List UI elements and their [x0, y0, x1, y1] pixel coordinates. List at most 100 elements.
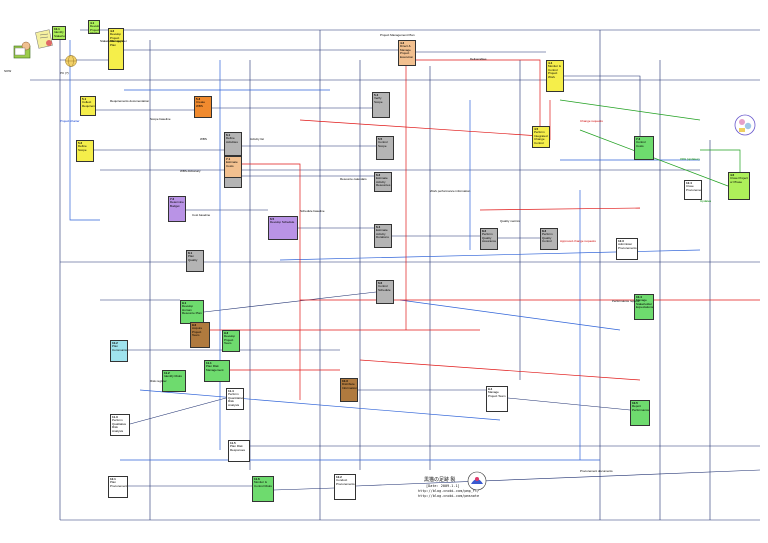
- user-icon: [12, 40, 36, 62]
- footer-title: 黒猫の足跡 製: [424, 477, 456, 483]
- process-name: Develop Project Charter: [90, 24, 100, 34]
- flow-label: WBS: [200, 137, 207, 141]
- process-name: Estimate Costs: [226, 160, 238, 168]
- process-number: 11.1: [206, 361, 212, 365]
- process-name: Estimate Activity Durations: [376, 228, 389, 240]
- process-name: Identify Risks: [164, 374, 182, 379]
- footer-url-2[interactable]: http://blog.cnobi.com/pmsnote: [418, 494, 480, 498]
- process-name: Manage Stakeholder Expectations: [636, 298, 654, 310]
- process-name: Estimate Activity Resources: [376, 176, 391, 188]
- flow-label: Change requests: [580, 119, 603, 123]
- process-name: Identify Stakeholders: [54, 30, 66, 38]
- process-number: 6.5: [270, 217, 275, 221]
- flow-label: Resource calendars: [340, 177, 367, 181]
- flow-line: [579, 129, 729, 187]
- process-number: 11.2: [164, 371, 170, 375]
- process-number: 6.1: [226, 133, 231, 137]
- process-name: Perform Quality Assurance: [482, 232, 497, 244]
- flow-line: [139, 389, 501, 421]
- process-name: Control Scope: [378, 140, 388, 148]
- process-name: Plan Procurements: [110, 480, 128, 488]
- process-name: Perform Integrated Change Control: [534, 130, 548, 145]
- process-number: 5.4: [374, 93, 379, 97]
- process-number: 7.1: [226, 157, 231, 161]
- flow-label: PC (?): [60, 71, 69, 75]
- process-number: 6.6: [378, 281, 383, 285]
- flow-line: [700, 149, 741, 172]
- flow-line: [399, 299, 621, 331]
- flow-label: Activity list: [250, 137, 265, 141]
- process-name: Define Scope: [78, 144, 87, 152]
- flow-line: [299, 119, 541, 137]
- process-name: Collect Requirements: [82, 100, 96, 108]
- process-number: 8.1: [188, 251, 193, 255]
- process-number: 10.4: [636, 295, 642, 299]
- process-name: Control Schedule: [378, 284, 391, 292]
- flow-label: Procurement documents: [580, 469, 613, 473]
- process-name: Create WBS: [196, 100, 206, 108]
- flow-label: Performance reports: [612, 299, 640, 303]
- process-number: 5.3: [196, 97, 201, 101]
- process-name: Develop Project Management Plan: [110, 32, 124, 47]
- process-name: Plan Communications: [112, 344, 128, 352]
- flow-line: [359, 359, 641, 381]
- process-name: Monitor & Control Project Work: [548, 64, 561, 79]
- process-name: Acquire Project Team: [192, 326, 203, 338]
- globe-icon: [64, 54, 78, 68]
- stakeholder-icon: [732, 112, 758, 138]
- process-number: 9.1: [182, 301, 187, 305]
- process-number: 10.1: [54, 27, 60, 31]
- flow-label: Cost baseline: [192, 213, 211, 217]
- process-number: 4.4: [548, 61, 553, 65]
- process-number: 8.3: [542, 229, 547, 233]
- process-number: 11.3: [112, 415, 118, 419]
- process-number: 12.4: [686, 181, 692, 185]
- process-number: 4.2: [110, 29, 115, 33]
- process-number: 10.2: [112, 341, 118, 345]
- process-number: 7.3: [636, 137, 641, 141]
- flow-label: Updates: [700, 199, 712, 203]
- flow-line: [273, 487, 335, 491]
- process-name: Perform Quality Control: [542, 232, 553, 244]
- flow-line: [129, 397, 227, 425]
- process-name: Define Activities: [226, 136, 238, 144]
- flow-label: SOW: [4, 69, 12, 73]
- footer-url-1[interactable]: http://blog.cnobi.com/pmp_fl/: [418, 489, 480, 493]
- flow-line: [559, 99, 701, 121]
- process-number: 4.1: [90, 21, 95, 25]
- process-name: Report Performance: [632, 404, 650, 412]
- flow-lines: [30, 29, 761, 521]
- process-name: Develop Schedule: [270, 220, 295, 225]
- process-name: Conduct Procurements: [336, 478, 355, 486]
- process-number: 8.2: [482, 229, 487, 233]
- process-number: 9.2: [192, 323, 197, 327]
- process-name: Manage Project Team: [488, 390, 506, 398]
- process-name: Perform Qualitative Risk Analysis: [112, 418, 127, 433]
- flow-label: OPA (updates): [680, 157, 700, 161]
